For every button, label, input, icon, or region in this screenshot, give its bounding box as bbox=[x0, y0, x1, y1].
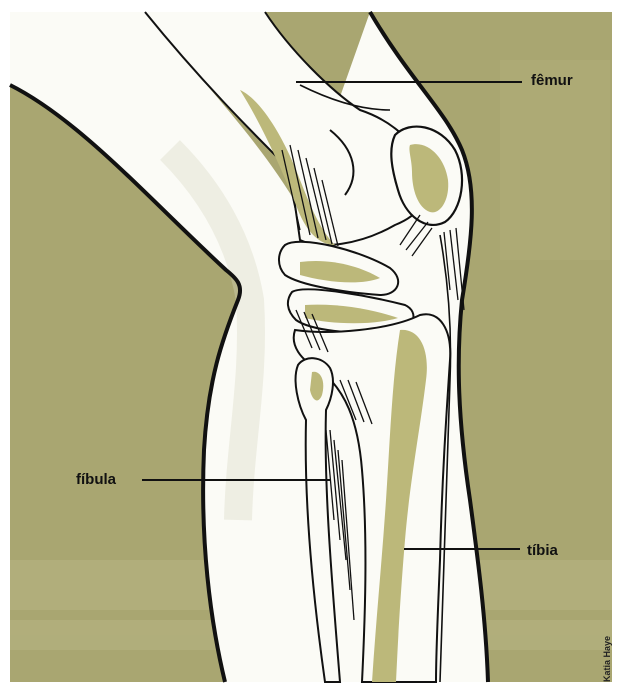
artist-credit: Katia Haye bbox=[602, 636, 612, 682]
fibula-label: fíbula bbox=[76, 472, 116, 487]
tibia-label: tíbia bbox=[527, 543, 558, 558]
femur-label: fêmur bbox=[531, 73, 573, 88]
